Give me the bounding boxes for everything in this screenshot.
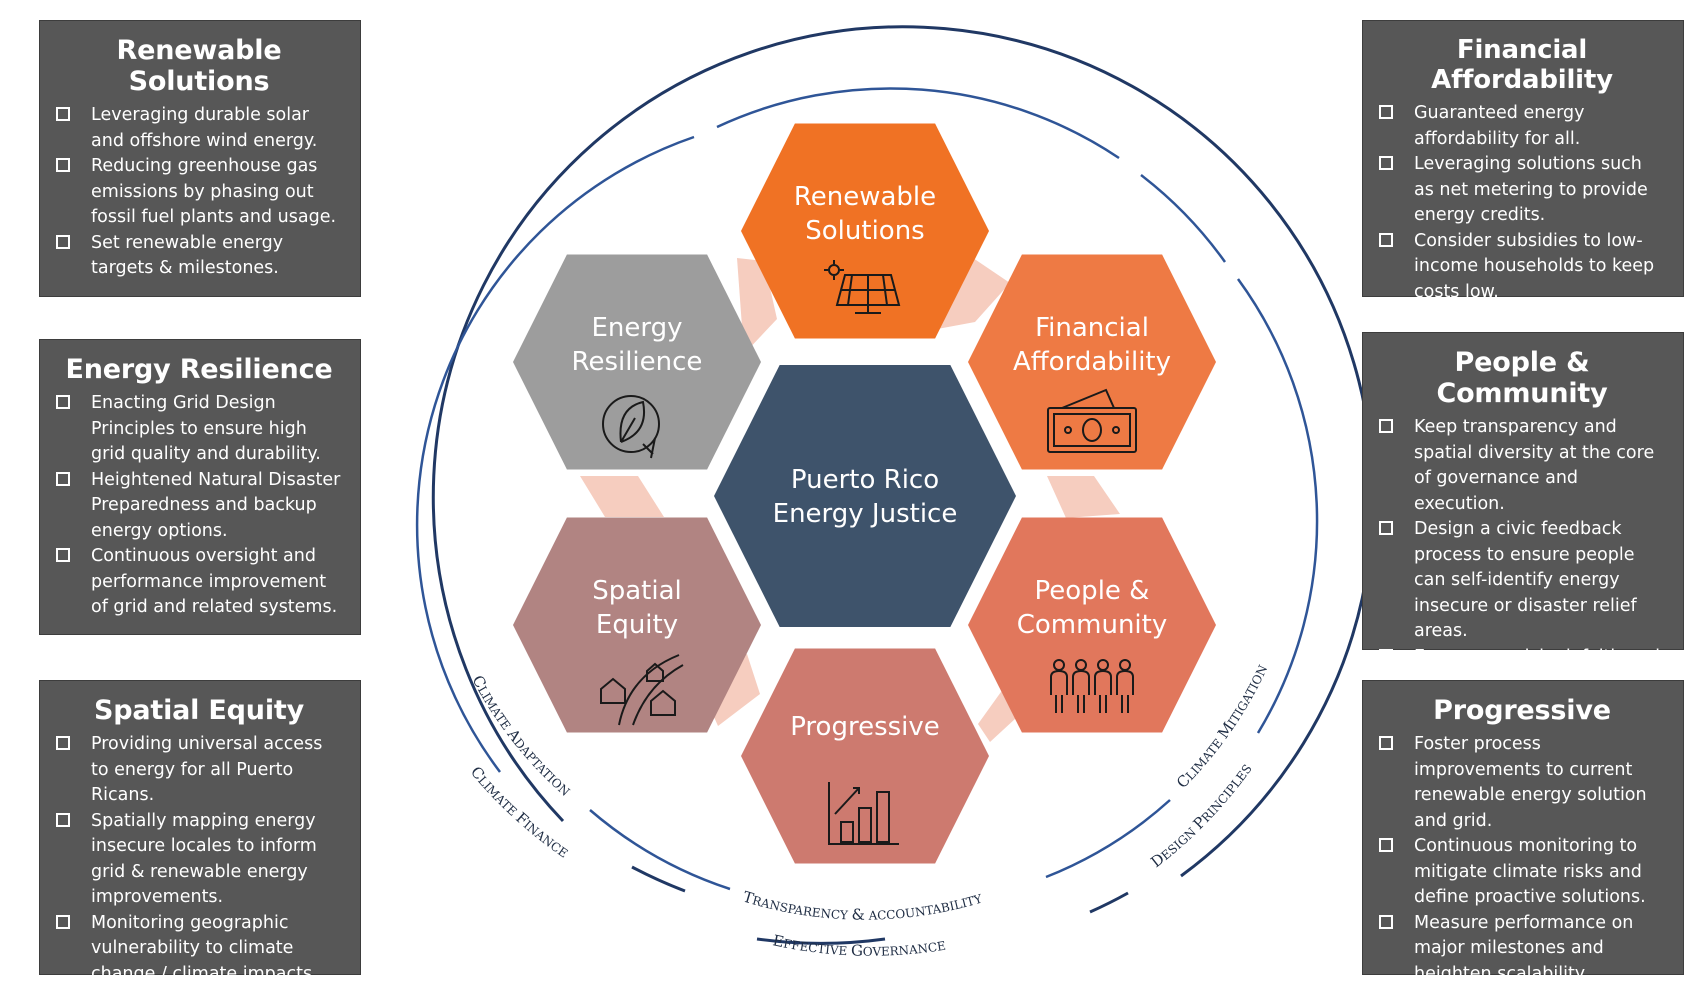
list-item: Keep transparency and spatial diversity … (1377, 415, 1667, 517)
checkbox-icon (1379, 419, 1393, 433)
list-item: Continuous monitoring to mitigate climat… (1377, 834, 1667, 911)
list-item: Continuous oversight and performance imp… (54, 544, 344, 621)
checkbox-icon (1379, 232, 1393, 247)
list-item: Enacting Grid Design Principles to ensur… (54, 391, 344, 468)
bullet-list: Foster process improvements to current r… (1377, 732, 1667, 987)
checkbox-icon (56, 471, 70, 486)
list-item: Guaranteed energy affordability for all. (1377, 101, 1667, 152)
hex-label-line2: Affordability (1013, 347, 1171, 377)
hexagon-shape (741, 123, 989, 339)
hex-label-line2: Community (1017, 610, 1167, 640)
checkbox-icon (56, 158, 70, 172)
checkbox-icon (1379, 736, 1393, 750)
panel-title: Renewable Solutions (116, 35, 282, 97)
panel-title: People & Community (1436, 347, 1608, 409)
bullet-list: Leveraging durable solar and offshore wi… (54, 103, 344, 282)
inner-rings (415, 87, 1319, 891)
panel-title: Energy Resilience (65, 354, 333, 385)
cash-icon (1047, 388, 1137, 453)
list-item: Design a civic feedback process to ensur… (1377, 517, 1667, 645)
hex-label-line1: Renewable (794, 182, 936, 212)
hexagon-shape (513, 254, 761, 470)
hex-label-line1: Energy (591, 313, 682, 343)
checkbox-icon (56, 395, 70, 409)
hex-label-line2: Solutions (805, 216, 924, 246)
list-item: Spatially mapping energy insecure locale… (54, 809, 344, 911)
checkbox-icon (1379, 648, 1393, 663)
hex-label-line1: People & (1035, 576, 1150, 606)
checkbox-icon (56, 812, 70, 827)
checkbox-icon (56, 234, 70, 249)
ring-labels: CLIMATE ADAPTATION CLIMATE FINANCE CLIMA… (467, 663, 1270, 960)
checkbox-icon (56, 736, 70, 750)
hex-label-line2: Resilience (572, 347, 703, 377)
list-item: Measure performance on major milestones … (1377, 911, 1667, 988)
panel-title: Spatial Equity (94, 695, 304, 726)
checkbox-icon (1379, 105, 1393, 119)
list-item: Foster process improvements to current r… (1377, 732, 1667, 834)
hexagon-shape (513, 517, 761, 733)
governance-label: EFFECTIVE GOVERNANCE (771, 931, 947, 959)
panel-people-community: People & Community Keep transparency and… (1362, 332, 1684, 718)
list-item: Set renewable energy targets & milestone… (54, 231, 344, 282)
hex-label-line1: Progressive (790, 712, 940, 742)
hex-label-line1: Financial (1035, 313, 1149, 343)
center-title-line1: Puerto Rico (791, 465, 939, 495)
leaf-plug-icon (602, 395, 660, 459)
panel-renewable-solutions: Renewable Solutions Leveraging durable s… (39, 20, 361, 297)
growth-chart-icon (828, 782, 899, 845)
panel-spatial-equity: Spatial Equity Providing universal acces… (39, 680, 361, 984)
checkbox-icon (56, 548, 70, 562)
list-item: Providing universal access to energy for… (54, 732, 344, 809)
checkbox-icon (1379, 156, 1393, 170)
panel-progressive: Progressive Foster process improvements … (1362, 680, 1684, 984)
list-item: Consider subsidies to low-income househo… (1377, 229, 1667, 306)
panel-financial-affordability: Financial Affordability Guaranteed energ… (1362, 20, 1684, 302)
hexagon-shape (714, 365, 1016, 627)
bullet-list: Enacting Grid Design Principles to ensur… (54, 391, 344, 621)
list-item: Monitoring geographic vulnerability to c… (54, 911, 344, 988)
checkbox-icon (56, 107, 70, 121)
panel-title: Financial Affordability (1431, 35, 1613, 95)
solar-panel-icon (824, 260, 901, 314)
people-icon (1050, 659, 1134, 713)
list-item: Reducing greenhouse gas emissions by pha… (54, 154, 344, 231)
hexagon-shape (968, 254, 1216, 470)
climate-mitigation-label: CLIMATE MITIGATION (1173, 663, 1270, 792)
checkbox-icon (1379, 914, 1393, 929)
center-title-line2: Energy Justice (773, 499, 958, 529)
list-item: Leveraging durable solar and offshore wi… (54, 103, 344, 154)
design-principles-label: DESIGN PRINCIPLES (1147, 762, 1254, 871)
bullet-list: Guaranteed energy affordability for all.… (1377, 101, 1667, 305)
transparency-label: TRANSPARENCY & ACCOUNTABILITY (741, 888, 985, 924)
checkbox-icon (56, 914, 70, 929)
hex-progressive: Progressive (741, 648, 989, 864)
bullet-list: Keep transparency and spatial diversity … (1377, 415, 1667, 721)
hexagon-shape (968, 517, 1216, 733)
list-item: Heightened Natural Disaster Preparedness… (54, 468, 344, 545)
hex-people-community: People & Community (968, 517, 1216, 733)
list-item: Leveraging solutions such as net meterin… (1377, 152, 1667, 229)
houses-icon (600, 654, 684, 726)
hex-label-line1: Spatial (592, 576, 682, 606)
checkbox-icon (1379, 521, 1393, 535)
bullet-list: Providing universal access to energy for… (54, 732, 344, 987)
panel-energy-resilience: Energy Resilience Enacting Grid Design P… (39, 339, 361, 635)
checkbox-icon (1379, 838, 1393, 852)
hex-label-line2: Equity (596, 610, 678, 640)
panel-title: Progressive (1433, 695, 1611, 726)
hexagon-shape (741, 648, 989, 864)
climate-adaptation-label: CLIMATE ADAPTATION (468, 672, 572, 799)
